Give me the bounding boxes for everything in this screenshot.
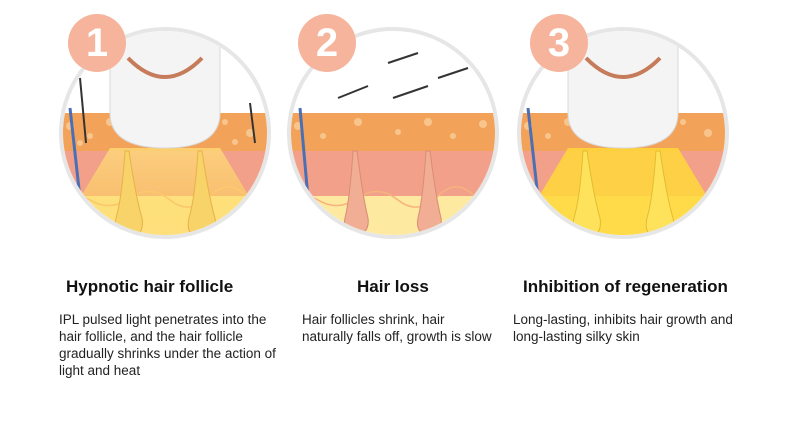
step-2-illustration [278, 18, 508, 248]
step-1-title: Hypnotic hair follicle [66, 277, 234, 296]
step-2-number-badge: 2 [298, 14, 356, 72]
step-1-number-badge: 1 [68, 14, 126, 72]
step-2-title: Hair loss [357, 277, 429, 296]
step-2-description: Hair follicles shrink, hair naturally fa… [302, 312, 492, 344]
step-2: 2 Hair loss Hair follicles shrink, hair … [278, 0, 538, 436]
step-1-diagram [59, 27, 271, 239]
step-2-diagram [287, 27, 499, 239]
step-3-title: Inhibition of regeneration [523, 277, 728, 296]
step-1-illustration [50, 18, 280, 248]
step-3-number-badge: 3 [530, 14, 588, 72]
step-3-description: Long-lasting, inhibits hair growth and l… [513, 312, 733, 344]
step-3-diagram [517, 27, 729, 239]
step-3: 3 Inhibition of regeneration Long-lastin… [508, 0, 768, 436]
step-1: 1 Hypnotic hair follicle IPL pulsed ligh… [50, 0, 310, 436]
step-1-description: IPL pulsed light penetrates into the hai… [59, 312, 276, 378]
step-3-illustration [508, 18, 738, 248]
